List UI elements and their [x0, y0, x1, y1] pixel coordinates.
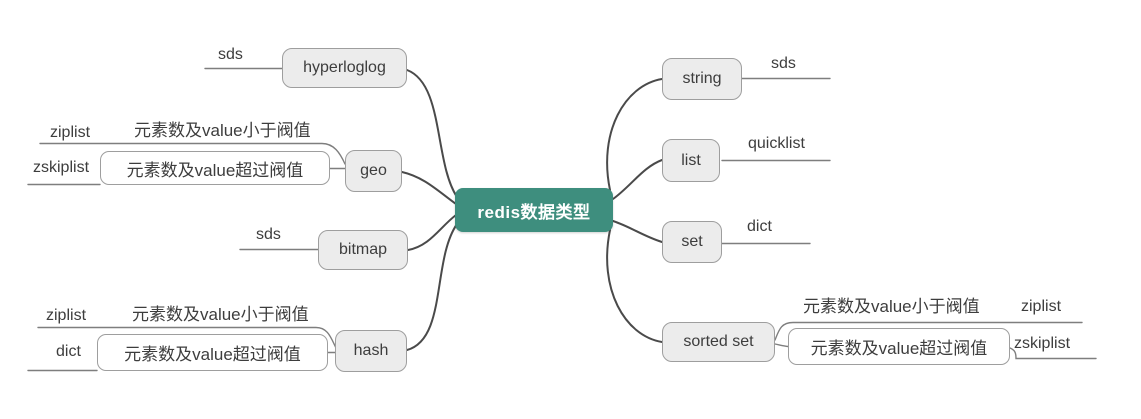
node-geo-under-threshold[interactable]: 元素数及value小于阀值: [134, 121, 311, 140]
link-root-sorted-set: [606, 229, 663, 343]
leaf-string-sds[interactable]: sds: [771, 55, 796, 72]
leaf-line-hash-under: [37, 326, 337, 349]
link-root-bitmap: [407, 214, 457, 251]
link-root-string: [606, 78, 663, 191]
leaf-hyperloglog-sds[interactable]: sds: [218, 46, 243, 63]
leaf-geo-zskiplist[interactable]: zskiplist: [33, 159, 90, 176]
node-sorted-set-label: sorted set: [683, 333, 754, 350]
node-set-label: set: [681, 233, 703, 250]
node-sorted-set-over-threshold[interactable]: 元素数及value超过阀值: [788, 328, 1010, 365]
leaf-line-sorted-over-stub: [774, 343, 789, 348]
node-hyperloglog-label: hyperloglog: [303, 59, 386, 76]
node-bitmap-label: bitmap: [338, 241, 388, 258]
node-list-label: list: [681, 151, 701, 169]
node-geo-over-threshold[interactable]: 元素数及value超过阀值: [100, 151, 330, 185]
link-root-list: [612, 159, 663, 200]
link-root-set: [612, 220, 663, 243]
node-list[interactable]: list: [662, 139, 720, 182]
node-geo-over-threshold-label: 元素数及value超过阀值: [126, 160, 304, 180]
node-hash[interactable]: hash: [335, 330, 407, 372]
node-sorted-set-under-threshold[interactable]: 元素数及value小于阀值: [803, 297, 980, 316]
leaf-sorted-set-ziplist[interactable]: ziplist: [1021, 298, 1062, 315]
node-hash-label: hash: [353, 342, 389, 359]
leaf-hash-dict[interactable]: dict: [56, 343, 81, 360]
link-root-geo: [401, 171, 457, 205]
root-node-label: redis数据类型: [477, 202, 591, 222]
node-hash-over-threshold[interactable]: 元素数及value超过阀值: [97, 334, 328, 371]
leaf-list-quicklist[interactable]: quicklist: [748, 135, 805, 152]
node-string-label: string: [682, 70, 722, 87]
root-node[interactable]: redis数据类型: [455, 188, 613, 232]
link-root-hyperloglog: [406, 69, 458, 198]
leaf-bitmap-sds[interactable]: sds: [256, 226, 281, 243]
leaf-line-geo-under: [39, 142, 346, 165]
leaf-geo-ziplist[interactable]: ziplist: [50, 124, 91, 141]
leaf-hash-ziplist[interactable]: ziplist: [46, 307, 87, 324]
node-string[interactable]: string: [662, 58, 742, 100]
node-hyperloglog[interactable]: hyperloglog: [282, 48, 407, 88]
leaf-line-sorted-under: [774, 321, 1083, 341]
link-root-hash: [406, 223, 458, 351]
node-geo[interactable]: geo: [345, 150, 402, 192]
leaf-line-sorted-zskiplist: [1009, 347, 1097, 360]
leaf-sorted-set-zskiplist[interactable]: zskiplist: [1014, 335, 1071, 352]
node-bitmap[interactable]: bitmap: [318, 230, 408, 270]
node-hash-under-threshold[interactable]: 元素数及value小于阀值: [132, 305, 309, 324]
node-hash-over-threshold-label: 元素数及value超过阀值: [124, 345, 301, 364]
node-set[interactable]: set: [662, 221, 722, 263]
node-sorted-set-over-threshold-label: 元素数及value超过阀值: [810, 339, 988, 358]
node-geo-label: geo: [360, 162, 387, 179]
leaf-set-dict[interactable]: dict: [747, 218, 772, 235]
node-sorted-set[interactable]: sorted set: [662, 322, 775, 362]
